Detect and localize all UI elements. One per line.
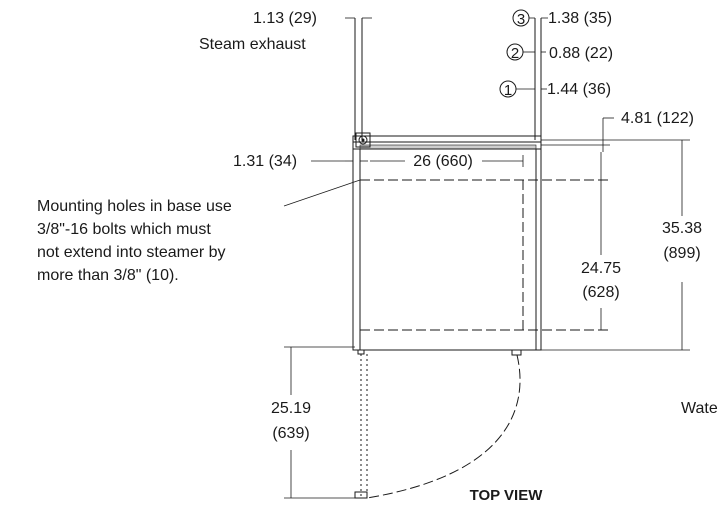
dim-depth-metric: (899) (663, 245, 700, 262)
steam-fitting-icon (355, 132, 371, 148)
dim-right-top-label: 4.81 (122) (621, 110, 694, 127)
mounting-hole-pattern (359, 179, 610, 331)
cabinet-body (352, 148, 542, 351)
callout-2-number: 2 (511, 45, 519, 62)
dim-door-lines (284, 346, 355, 499)
dim-door-metric: (639) (272, 425, 309, 442)
cabinet-top (352, 135, 610, 150)
dim-depth-lines (541, 139, 690, 351)
svg-text:not extend into steamer by: not extend into steamer by (37, 244, 226, 261)
svg-text:Mounting holes in base use: Mounting holes in base use (37, 198, 232, 215)
callout-3-icon (512, 9, 548, 27)
dim-door-value: 25.19 (271, 400, 311, 417)
callout-2-icon (506, 43, 546, 61)
svg-text:3/8"-16 bolts which must: 3/8"-16 bolts which must (37, 221, 211, 238)
dim-3-label: 1.38 (35) (548, 10, 612, 27)
dim-inner-metric: (628) (582, 284, 619, 301)
view-title: TOP VIEW (470, 487, 544, 504)
door-swing-arc (366, 354, 521, 499)
callout-1-number: 1 (504, 82, 512, 99)
door-panel (354, 349, 522, 499)
dim-2-label: 0.88 (22) (549, 45, 613, 62)
dim-left-side-label: 1.31 (34) (233, 153, 297, 170)
right-duct-lines (534, 18, 542, 140)
mounting-note: Mounting holes in base use 3/8"-16 bolts… (37, 198, 232, 284)
water-partial-label: Wate (681, 400, 718, 417)
steam-exhaust-dimension (345, 17, 372, 140)
dim-depth-value: 35.38 (662, 220, 702, 237)
dim-inner-value: 24.75 (581, 260, 621, 277)
steam-exhaust-label: Steam exhaust (199, 36, 306, 53)
mounting-note-leader (283, 179, 361, 207)
callout-3-number: 3 (517, 11, 525, 28)
dim-1-label: 1.44 (36) (547, 81, 611, 98)
dim-width-label: 26 (660) (413, 153, 473, 170)
steam-exhaust-dim-label: 1.13 (29) (253, 10, 317, 27)
callout-1-icon (499, 80, 547, 98)
svg-text:more than 3/8" (10).: more than 3/8" (10). (37, 267, 179, 284)
